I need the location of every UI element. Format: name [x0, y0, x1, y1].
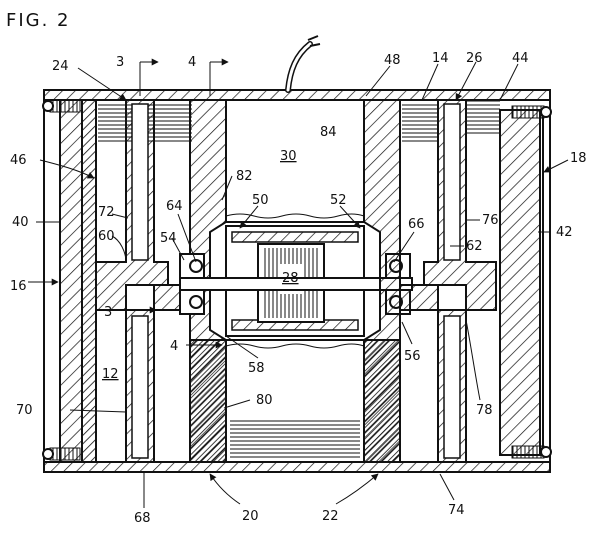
bolt-top-right: [511, 105, 552, 119]
right-bore-lower: [443, 315, 461, 459]
label-40: 40: [12, 215, 29, 230]
label-44: 44: [512, 51, 529, 66]
label-74: 74: [448, 503, 465, 518]
left-insulation: [81, 99, 97, 463]
lower-chamber-ribs: [230, 420, 360, 460]
label-20: 20: [242, 509, 259, 524]
label-50: 50: [252, 193, 269, 208]
label-14: 14: [432, 51, 449, 66]
label-54: 54: [160, 231, 177, 246]
bearing-left-lower: [179, 289, 205, 315]
right-disc-stack-top: [402, 104, 438, 144]
label-3a: 3: [116, 55, 124, 70]
bolt-top-left: [42, 99, 81, 113]
right-disc-stack-corner: [466, 100, 500, 136]
figure-title: FIG. 2: [6, 10, 71, 31]
label-78: 78: [476, 403, 493, 418]
label-64: 64: [166, 199, 183, 214]
right-end-plate: [499, 109, 541, 456]
label-80: 80: [256, 393, 273, 408]
label-66: 66: [408, 217, 425, 232]
label-68: 68: [134, 511, 151, 526]
power-cord: [285, 41, 313, 93]
bearing-left-upper: [179, 253, 205, 279]
left-bore-lower: [131, 315, 149, 459]
section-arrow-3-top: [139, 58, 159, 96]
label-48: 48: [384, 53, 401, 68]
left-bore-upper: [131, 103, 149, 261]
bolt-bottom-left: [42, 447, 81, 461]
label-84: 84: [320, 125, 337, 140]
label-16: 16: [10, 279, 27, 294]
label-76: 76: [482, 213, 499, 228]
right-web: [399, 284, 439, 311]
label-12: 12: [102, 367, 119, 382]
leader-lines: [28, 61, 569, 508]
label-46: 46: [10, 153, 27, 168]
section-arrow-4-top: [209, 58, 229, 96]
label-82: 82: [236, 169, 253, 184]
label-62: 62: [466, 239, 483, 254]
label-56: 56: [404, 349, 421, 364]
label-60: 60: [98, 229, 115, 244]
lower-chamber-break: [225, 343, 365, 349]
left-end-plate: [59, 99, 83, 463]
bolt-bottom-right: [511, 445, 552, 459]
label-30: 30: [280, 149, 297, 164]
upper-chamber-break: [225, 213, 365, 219]
center-right-lower-core: [363, 339, 401, 463]
label-18: 18: [570, 151, 587, 166]
label-70: 70: [16, 403, 33, 418]
right-bore-upper: [443, 103, 461, 261]
label-58: 58: [248, 361, 265, 376]
top-wall: [43, 89, 551, 101]
label-4a: 4: [188, 55, 196, 70]
motor-mount-top: [231, 231, 359, 243]
label-4b: 4: [170, 339, 178, 354]
label-26: 26: [466, 51, 483, 66]
left-rotor-ring: [95, 99, 169, 463]
label-72: 72: [98, 205, 115, 220]
label-42: 42: [556, 225, 573, 240]
label-22: 22: [322, 509, 339, 524]
label-24: 24: [52, 59, 69, 74]
label-52: 52: [330, 193, 347, 208]
center-left-lower-core: [189, 339, 227, 463]
cord-plug: [307, 35, 321, 47]
bottom-wall: [43, 461, 551, 473]
upper-chamber: [225, 99, 365, 223]
label-28: 28: [282, 271, 299, 286]
label-3b: 3: [104, 305, 112, 320]
